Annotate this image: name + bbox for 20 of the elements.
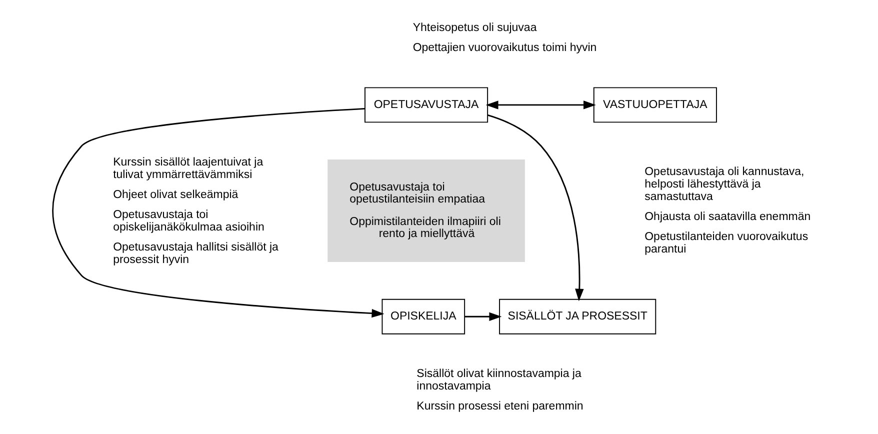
node-box: OPETUSAVUSTAJA: [364, 87, 488, 123]
node-box: Opetusavustaja toi opetustilanteisiin empatiaa Oppimistilanteiden ilmapiiri oli rento ja miellyttävä: [328, 160, 525, 262]
node-box: VASTUUOPETTAJA: [593, 87, 717, 123]
label: Sisällöt olivat kiinnostavampia ja innostavampia: [416, 368, 582, 392]
arrow: [52, 108, 384, 318]
label: Ohjausta oli saatavilla enemmän: [644, 210, 811, 223]
node-box: OPISKELIJA: [382, 298, 466, 334]
label: Opetusavustaja hallitsi sisällöt ja prosessit hyvin: [113, 242, 278, 266]
node-box: SISÄLLÖT JA PROSESSIT: [499, 298, 656, 334]
label: Kurssin prosessi eteni paremmin: [416, 400, 584, 413]
label: Yhteisopetus oli sujuvaa: [412, 22, 537, 34]
label: Opetustilanteiden vuorovaikutus parantui: [644, 231, 808, 256]
arrow: [487, 114, 584, 302]
arrow: [464, 312, 502, 321]
label: Opetusavustaja oli kannustava, helposti lähestyttävä ja samastuttava: [644, 166, 804, 203]
label: Opettajien vuorovaikutus toimi hyvin: [412, 42, 597, 54]
arrow: [486, 100, 596, 110]
label: Opetusavustaja toi opiskelijanäkökulmaa asioihin: [113, 209, 264, 234]
label: Ohjeet olivat selkeämpiä: [113, 188, 238, 201]
label: Kurssin sisällöt laajentuivat ja tulivat ymmärrettävämmiksi: [113, 156, 264, 181]
